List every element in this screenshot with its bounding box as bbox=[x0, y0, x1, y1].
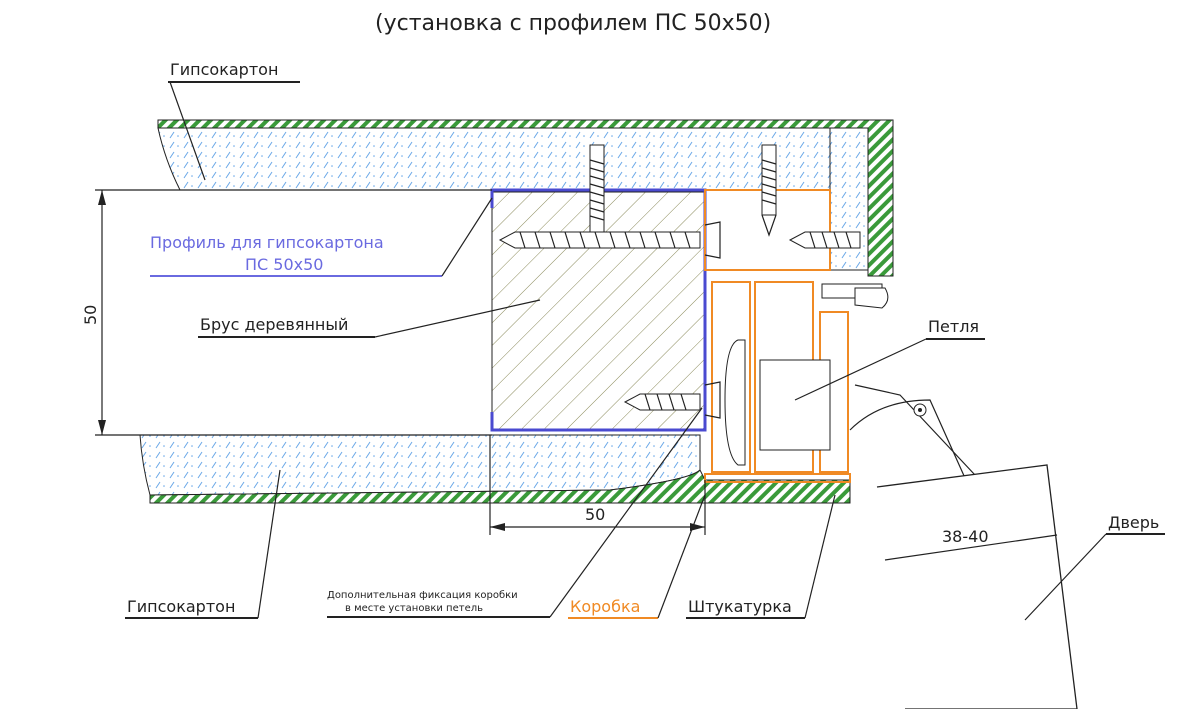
svg-text:Брус деревянный: Брус деревянный bbox=[200, 315, 348, 334]
svg-text:ПС 50х50: ПС 50х50 bbox=[245, 255, 323, 274]
screw-icon bbox=[761, 144, 777, 237]
label-hinge: Петля bbox=[794, 317, 985, 401]
svg-text:Дополнительная фиксация коробк: Дополнительная фиксация коробки bbox=[327, 590, 518, 601]
screw-icon bbox=[589, 144, 605, 236]
svg-text:Гипсокартон: Гипсокартон bbox=[127, 597, 235, 616]
dimension-door-thickness: 38-40 bbox=[884, 527, 1058, 561]
door bbox=[876, 464, 1078, 709]
svg-text:50: 50 bbox=[585, 505, 605, 524]
label-drywall-top: Гипсокартон bbox=[168, 60, 300, 181]
svg-text:Дверь: Дверь bbox=[1108, 513, 1159, 532]
screw-icon bbox=[498, 221, 721, 259]
svg-text:Коробка: Коробка bbox=[570, 597, 640, 616]
svg-text:Штукатурка: Штукатурка bbox=[688, 597, 792, 616]
label-door: Дверь bbox=[1024, 513, 1165, 621]
label-beam: Брус деревянный bbox=[198, 299, 541, 338]
drywall-bottom bbox=[139, 434, 851, 504]
svg-text:Гипсокартон: Гипсокартон bbox=[170, 60, 278, 79]
svg-text:Петля: Петля bbox=[928, 317, 979, 336]
diagram-title: (установка с профилем ПС 50х50) bbox=[375, 11, 771, 36]
dimension-width: 50 bbox=[489, 435, 706, 535]
screw-icon bbox=[788, 231, 861, 249]
label-plaster: Штукатурка bbox=[686, 494, 836, 619]
svg-text:50: 50 bbox=[81, 305, 100, 325]
label-profile: Профиль для гипсокартона ПС 50х50 bbox=[150, 197, 493, 277]
dimension-height: 50 bbox=[81, 189, 492, 436]
svg-text:Профиль для гипсокартона: Профиль для гипсокартона bbox=[150, 233, 384, 252]
label-fixation: Дополнительная фиксация коробки в месте … bbox=[327, 407, 703, 618]
hinge bbox=[724, 339, 976, 479]
svg-text:38-40: 38-40 bbox=[942, 527, 989, 546]
screw-icon bbox=[623, 381, 721, 419]
drywall-profile bbox=[490, 188, 707, 432]
screws bbox=[498, 144, 861, 419]
label-box: Коробка bbox=[568, 494, 706, 619]
svg-text:в месте установки петель: в месте установки петель bbox=[345, 603, 483, 614]
label-drywall-bottom: Гипсокартон bbox=[125, 469, 281, 619]
